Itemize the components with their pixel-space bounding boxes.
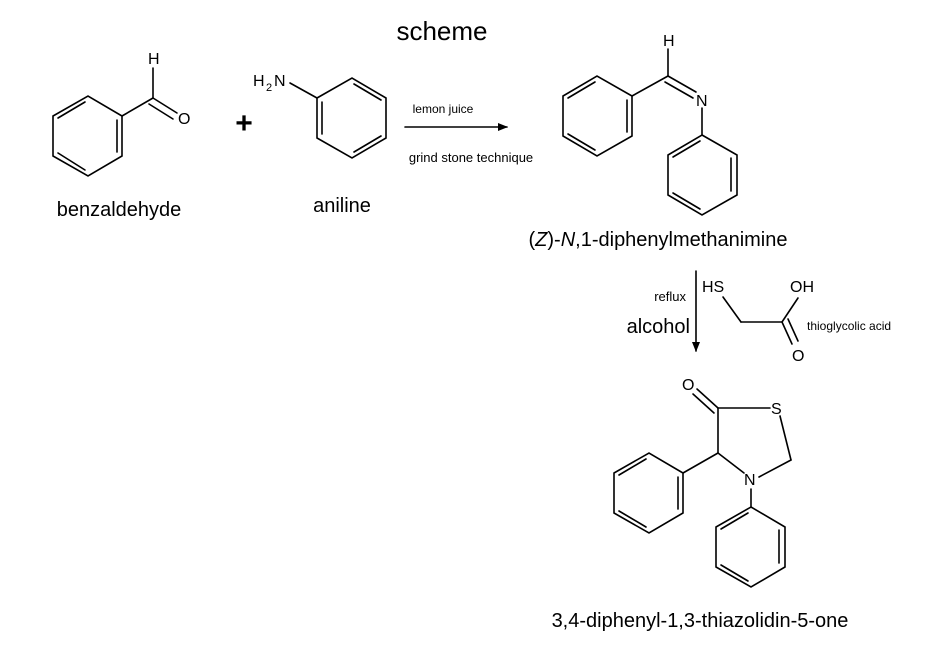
aniline-name: aniline bbox=[313, 195, 371, 217]
aromatic-bond-inner bbox=[720, 512, 749, 530]
thiol-ch2-bond bbox=[722, 296, 742, 323]
aromatic-bond-inner bbox=[57, 152, 86, 171]
step1-reagent-bottom: grind stone technique bbox=[409, 150, 533, 165]
carbonyl-double-bond bbox=[152, 97, 178, 114]
aromatic-bond-inner bbox=[353, 83, 382, 101]
carbonyl-o-label: O bbox=[178, 111, 190, 128]
thiazolidinone-structure: O S N bbox=[613, 377, 792, 588]
imine-name-part: Z bbox=[534, 229, 548, 251]
aromatic-bond-inner bbox=[57, 101, 86, 119]
imine-double-bond bbox=[664, 81, 694, 99]
aromatic-bond-inner bbox=[567, 133, 596, 151]
s1-c2-bond bbox=[779, 415, 792, 461]
benzene-ring bbox=[562, 75, 633, 157]
amine-h-subscript: 2 bbox=[266, 82, 272, 94]
amine-h-label: H bbox=[253, 73, 265, 90]
aromatic-bond-inner bbox=[720, 564, 749, 582]
ketone-double-bond bbox=[692, 393, 715, 414]
carbonyl-o-label: O bbox=[792, 348, 804, 365]
imine-n-label: N bbox=[696, 93, 708, 110]
aromatic-bond-inner bbox=[353, 135, 382, 153]
aldehyde-h-label: H bbox=[148, 51, 160, 68]
benzene-ring bbox=[316, 77, 387, 159]
aromatic-bond-inner bbox=[567, 81, 596, 99]
ring-s-label: S bbox=[771, 401, 782, 418]
carbonyl-double-bond bbox=[148, 103, 174, 120]
plus-sign: + bbox=[235, 107, 253, 140]
c2-n3-bond bbox=[758, 459, 792, 478]
imine-name-part: N bbox=[561, 229, 576, 251]
imine-double-bond bbox=[667, 75, 697, 93]
carbonyl-double-bond bbox=[781, 321, 793, 345]
benzene-ring bbox=[613, 452, 684, 534]
imine-name: (Z)-N,1-diphenylmethanimine bbox=[528, 229, 787, 251]
imine-name-part: ,1-diphenylmethanimine bbox=[575, 229, 787, 251]
carbonyl-oh-bond bbox=[781, 297, 799, 323]
scheme-title: scheme bbox=[396, 16, 487, 46]
step2-condition-bottom: alcohol bbox=[627, 316, 690, 338]
reagent-name: thioglycolic acid bbox=[807, 319, 891, 333]
aromatic-bond-inner bbox=[618, 458, 647, 476]
aromatic-bond-inner bbox=[672, 140, 701, 158]
ketone-o-label: O bbox=[682, 377, 694, 394]
benzaldehyde-name: benzaldehyde bbox=[57, 199, 182, 221]
benzaldehyde-structure: H O bbox=[52, 51, 190, 177]
thioglycolic-acid-structure: HS OH O bbox=[702, 279, 814, 365]
carboxyl-oh-label: OH bbox=[790, 279, 814, 296]
imine-name-part: ( bbox=[528, 229, 535, 251]
step1-reagent-top: lemon juice bbox=[413, 102, 474, 116]
ring-to-carbonyl-bond bbox=[121, 97, 154, 117]
c4-phenyl-bond bbox=[682, 452, 719, 474]
n3-c4-bond bbox=[717, 452, 745, 474]
benzene-ring bbox=[715, 506, 786, 588]
step2-condition-top: reflux bbox=[654, 289, 686, 304]
ketone-double-bond bbox=[696, 388, 719, 409]
carbonyl-double-bond bbox=[787, 318, 799, 342]
aniline-structure: H 2 N bbox=[253, 73, 387, 159]
imine-name-part: )- bbox=[547, 229, 560, 251]
amine-bond bbox=[289, 82, 318, 99]
amine-n-label: N bbox=[274, 73, 286, 90]
aromatic-bond-inner bbox=[618, 510, 647, 528]
aromatic-bond-inner bbox=[672, 192, 701, 210]
imine-h-label: H bbox=[663, 33, 675, 50]
ring-to-imine-carbon-bond bbox=[631, 75, 669, 97]
thiol-hs-label: HS bbox=[702, 279, 724, 296]
imine-structure: H N bbox=[562, 33, 738, 216]
benzene-ring bbox=[667, 134, 738, 216]
benzene-ring bbox=[52, 95, 123, 177]
ring-n-label: N bbox=[744, 472, 756, 489]
product-name: 3,4-diphenyl-1,3-thiazolidin-5-one bbox=[552, 610, 849, 632]
